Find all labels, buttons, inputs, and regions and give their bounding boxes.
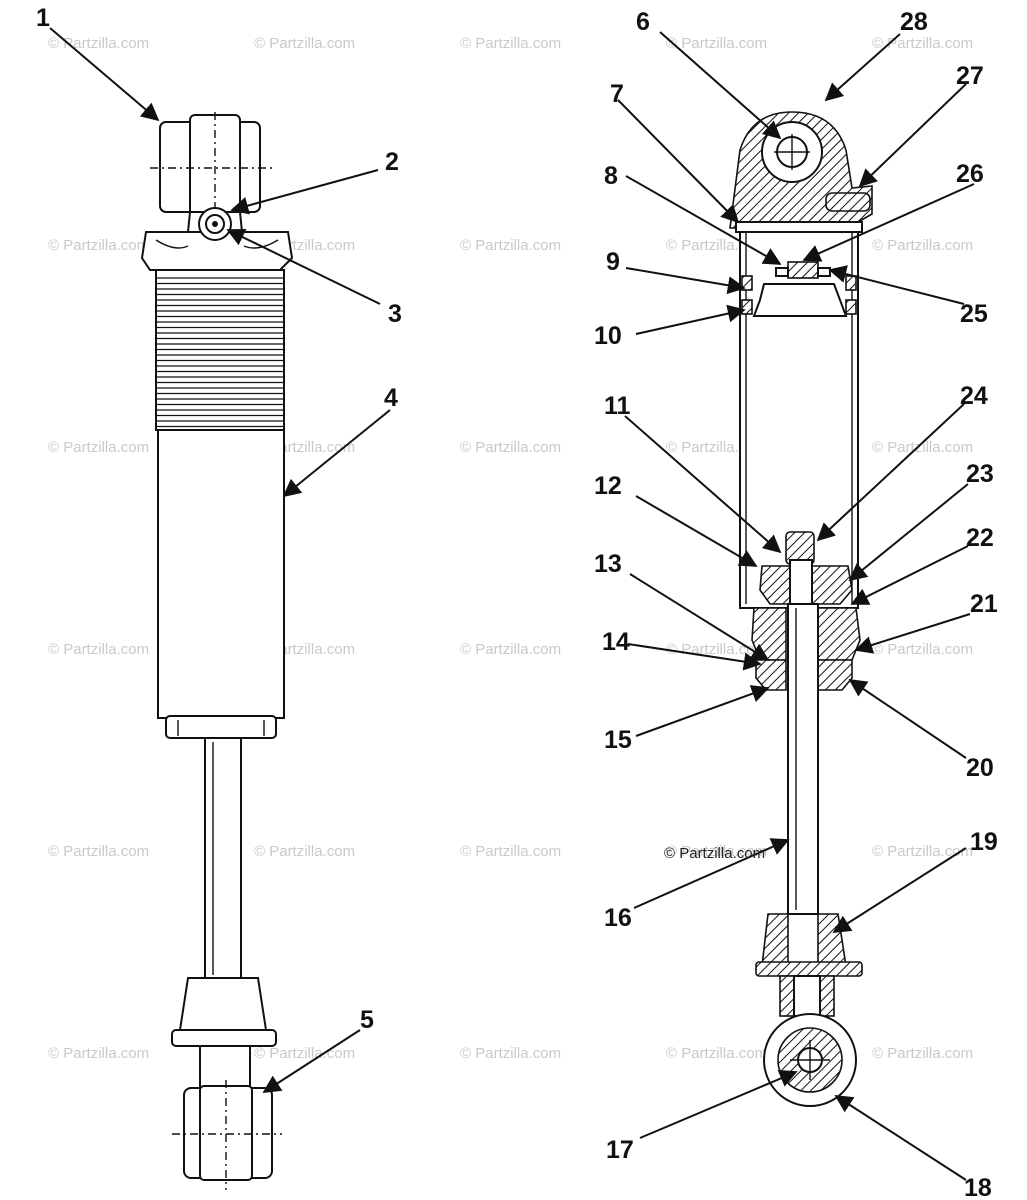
- callout-8: 8: [604, 162, 618, 190]
- watermark-text: © Partzilla.com: [48, 641, 149, 658]
- watermark-text: © Partzilla.com: [460, 237, 561, 254]
- shock-section-view: [729, 111, 873, 1107]
- watermark-text: © Partzilla.com: [48, 237, 149, 254]
- watermark-text: © Partzilla.com: [254, 843, 355, 860]
- callout-20: 20: [966, 754, 994, 782]
- watermark-text: © Partzilla.com: [254, 1045, 355, 1062]
- leader-lines: [49, 27, 975, 1181]
- upper-mount: [140, 207, 294, 271]
- watermark-text: © Partzilla.com: [872, 439, 973, 456]
- callout-1: 1: [36, 4, 50, 32]
- callout-28: 28: [900, 8, 928, 36]
- callout-9: 9: [606, 248, 620, 276]
- callout-18: 18: [964, 1174, 992, 1200]
- callout-25: 25: [960, 300, 988, 328]
- callout-26: 26: [956, 160, 984, 188]
- watermark-text: © Partzilla.com: [872, 237, 973, 254]
- callout-labels: 1 2 3 4 5 6 7 8 9 10 11 12 13 14 15 16 1…: [36, 4, 998, 1200]
- callout-4: 4: [384, 384, 398, 412]
- watermark-text: © Partzilla.com: [872, 641, 973, 658]
- piston-rod: [204, 737, 242, 979]
- section-lower-mount: [755, 913, 863, 1107]
- watermark-text: © Partzilla.com: [48, 35, 149, 52]
- callout-19: 19: [970, 828, 998, 856]
- callout-3: 3: [388, 300, 402, 328]
- callout-13: 13: [594, 550, 622, 578]
- callout-21: 21: [970, 590, 998, 618]
- shock-external-view: [140, 112, 294, 1190]
- callout-6: 6: [636, 8, 650, 36]
- callout-24: 24: [960, 382, 988, 410]
- callout-23: 23: [966, 460, 994, 488]
- watermark-text: © Partzilla.com: [460, 641, 561, 658]
- section-cylinder: [735, 221, 863, 609]
- watermark-foreground: © Partzilla.com: [664, 845, 765, 862]
- lower-mount: [171, 977, 282, 1190]
- callout-11: 11: [604, 392, 631, 420]
- watermark-text: © Partzilla.com: [460, 1045, 561, 1062]
- callout-27: 27: [956, 62, 984, 90]
- watermark-text: © Partzilla.com: [48, 1045, 149, 1062]
- watermark-text: © Partzilla.com: [872, 1045, 973, 1062]
- watermark-text: © Partzilla.com: [460, 35, 561, 52]
- watermark-text: © Partzilla.com: [666, 35, 767, 52]
- callout-5: 5: [360, 1006, 374, 1034]
- watermark-text: © Partzilla.com: [254, 35, 355, 52]
- callout-22: 22: [966, 524, 994, 552]
- watermark-text: © Partzilla.com: [666, 1045, 767, 1062]
- watermark-text: © Partzilla.com: [666, 843, 767, 860]
- watermark-text: © Partzilla.com: [872, 35, 973, 52]
- callout-7: 7: [610, 80, 624, 108]
- callout-12: 12: [594, 472, 622, 500]
- callout-16: 16: [604, 904, 632, 932]
- watermark-text: © Partzilla.com: [460, 843, 561, 860]
- section-piston-rod: [787, 603, 819, 915]
- watermark-text: © Partzilla.com: [48, 843, 149, 860]
- callout-2: 2: [385, 148, 399, 176]
- watermark-text: © Partzilla.com: [48, 439, 149, 456]
- callout-15: 15: [604, 726, 632, 754]
- main-body: [157, 429, 285, 739]
- section-piston: [759, 531, 853, 609]
- callout-14: 14: [602, 628, 630, 656]
- callout-10: 10: [594, 322, 622, 350]
- threaded-body: [155, 269, 285, 431]
- top-eyelet: [150, 112, 272, 225]
- watermark-text: © Partzilla.com: [460, 439, 561, 456]
- section-upper-eye: [729, 111, 873, 229]
- watermark-text: © Partzilla.com: [872, 843, 973, 860]
- callout-17: 17: [606, 1136, 634, 1164]
